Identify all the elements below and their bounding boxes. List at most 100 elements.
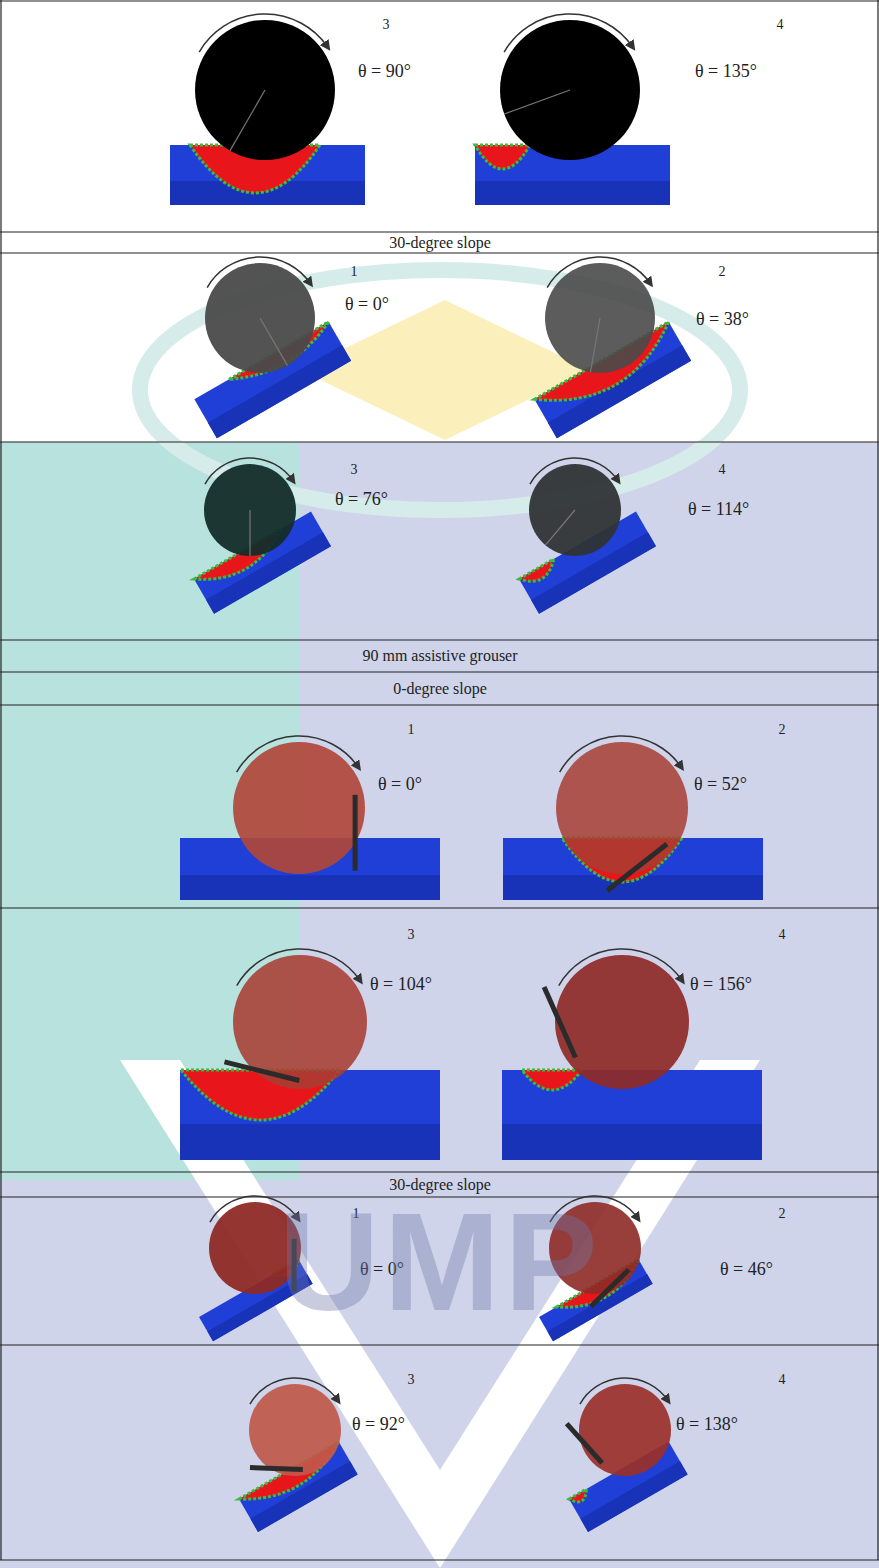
table-rule: [877, 0, 878, 1560]
table-rule: [0, 907, 879, 908]
wheel: [249, 1384, 341, 1476]
angle-label: θ = 0°: [378, 775, 422, 795]
soil-shade: [475, 181, 670, 205]
assistive-grouser: [224, 1059, 300, 1082]
frame-number: 4: [779, 927, 786, 942]
wheel-spoke: [590, 318, 600, 372]
simulation-snapshot: [194, 458, 331, 614]
wheel: [556, 742, 688, 874]
simulation-snapshot: [170, 14, 365, 205]
wheel: [500, 20, 640, 160]
wheel: [195, 20, 335, 160]
table-rule: [0, 704, 879, 705]
wheel: [579, 1384, 671, 1476]
wheel-spoke: [249, 510, 250, 556]
table-rule: [0, 639, 879, 640]
table-rule: [0, 0, 1, 1560]
table-rule: [0, 441, 879, 442]
angle-label: θ = 90°: [358, 62, 411, 82]
wheel-spoke: [260, 318, 288, 366]
assistive-grouser: [606, 842, 669, 893]
disturbed-soil: [475, 145, 530, 169]
frame-number: 4: [779, 1372, 786, 1387]
disturbed-soil: [522, 1070, 582, 1090]
simulation-snapshot: [239, 1378, 358, 1532]
wheel: [233, 742, 365, 874]
angle-label: θ = 92°: [352, 1415, 405, 1435]
section-heading: 0-degree slope: [393, 680, 487, 698]
assistive-grouser: [353, 795, 358, 871]
assistive-grouser: [250, 1465, 303, 1472]
wheel: [529, 464, 621, 556]
soil-shade: [180, 1124, 440, 1160]
soil-shade: [180, 875, 440, 900]
rotation-arrow: [547, 257, 650, 288]
wheel-spoke: [504, 90, 570, 114]
angle-label: θ = 46°: [720, 1260, 773, 1280]
disturbed-soil: [519, 559, 559, 589]
rotation-arrow: [207, 257, 310, 287]
table-rule: [0, 231, 879, 232]
angle-label: θ = 138°: [676, 1415, 738, 1435]
frame-number: 2: [779, 1206, 786, 1221]
section-heading: 90 mm assistive grouser: [362, 647, 517, 665]
angle-label: θ = 104°: [370, 975, 432, 995]
wheel-spoke: [230, 90, 265, 151]
angle-label: θ = 156°: [690, 975, 752, 995]
frame-number: 1: [351, 264, 358, 279]
table-rule: [0, 1344, 879, 1345]
rotation-arrow: [580, 1378, 668, 1404]
table-rule: [0, 1171, 879, 1172]
rotation-arrow: [250, 1378, 338, 1404]
rotation-arrow: [199, 14, 327, 52]
soil-shade: [502, 1124, 762, 1160]
rotation-arrow: [504, 14, 632, 52]
rotation-arrow: [530, 458, 618, 484]
simulation-snapshot: [502, 949, 762, 1160]
angle-label: θ = 38°: [696, 310, 749, 330]
frame-number: 3: [351, 462, 358, 477]
disturbed-soil: [569, 1489, 590, 1506]
frame-number: 2: [779, 722, 786, 737]
assistive-grouser: [542, 986, 578, 1058]
table-rule: [0, 252, 879, 253]
simulation-snapshot: [180, 736, 440, 900]
frame-number: 1: [408, 722, 415, 737]
rotation-arrow: [237, 736, 358, 772]
assistive-grouser: [565, 1422, 604, 1465]
simulation-snapshot: [503, 736, 763, 900]
wheel: [205, 263, 315, 373]
rotation-arrow: [237, 949, 360, 986]
simulation-snapshot: [565, 1378, 688, 1532]
angle-label: θ = 52°: [694, 775, 747, 795]
wheel: [545, 263, 655, 373]
simulation-snapshot: [180, 949, 440, 1160]
simulation-snapshot: [519, 458, 656, 614]
rotation-arrow: [205, 458, 293, 484]
rotation-arrow: [560, 736, 681, 772]
frame-number: 3: [383, 17, 390, 32]
angle-label: θ = 0°: [345, 295, 389, 315]
frame-number: 4: [777, 17, 784, 32]
wheel-spoke: [545, 510, 575, 545]
watermark-panel: [0, 442, 879, 1568]
frame-number: 3: [408, 1372, 415, 1387]
frame-number: 3: [408, 927, 415, 942]
rotation-arrow: [559, 949, 682, 986]
wheel: [555, 955, 689, 1089]
simulation-snapshot: [194, 257, 351, 438]
angle-label: θ = 114°: [688, 500, 749, 520]
frame-number: 4: [719, 462, 726, 477]
table-rule: [0, 0, 879, 1]
watermark: UMP: [278, 1185, 601, 1339]
table-rule: [0, 671, 879, 672]
simulation-snapshot: [534, 257, 691, 438]
simulation-snapshot: [475, 14, 670, 205]
wheel: [204, 464, 296, 556]
angle-label: θ = 135°: [695, 62, 757, 82]
frame-number: 2: [719, 264, 726, 279]
angle-label: θ = 76°: [335, 490, 388, 510]
table-rule: [0, 1559, 879, 1560]
